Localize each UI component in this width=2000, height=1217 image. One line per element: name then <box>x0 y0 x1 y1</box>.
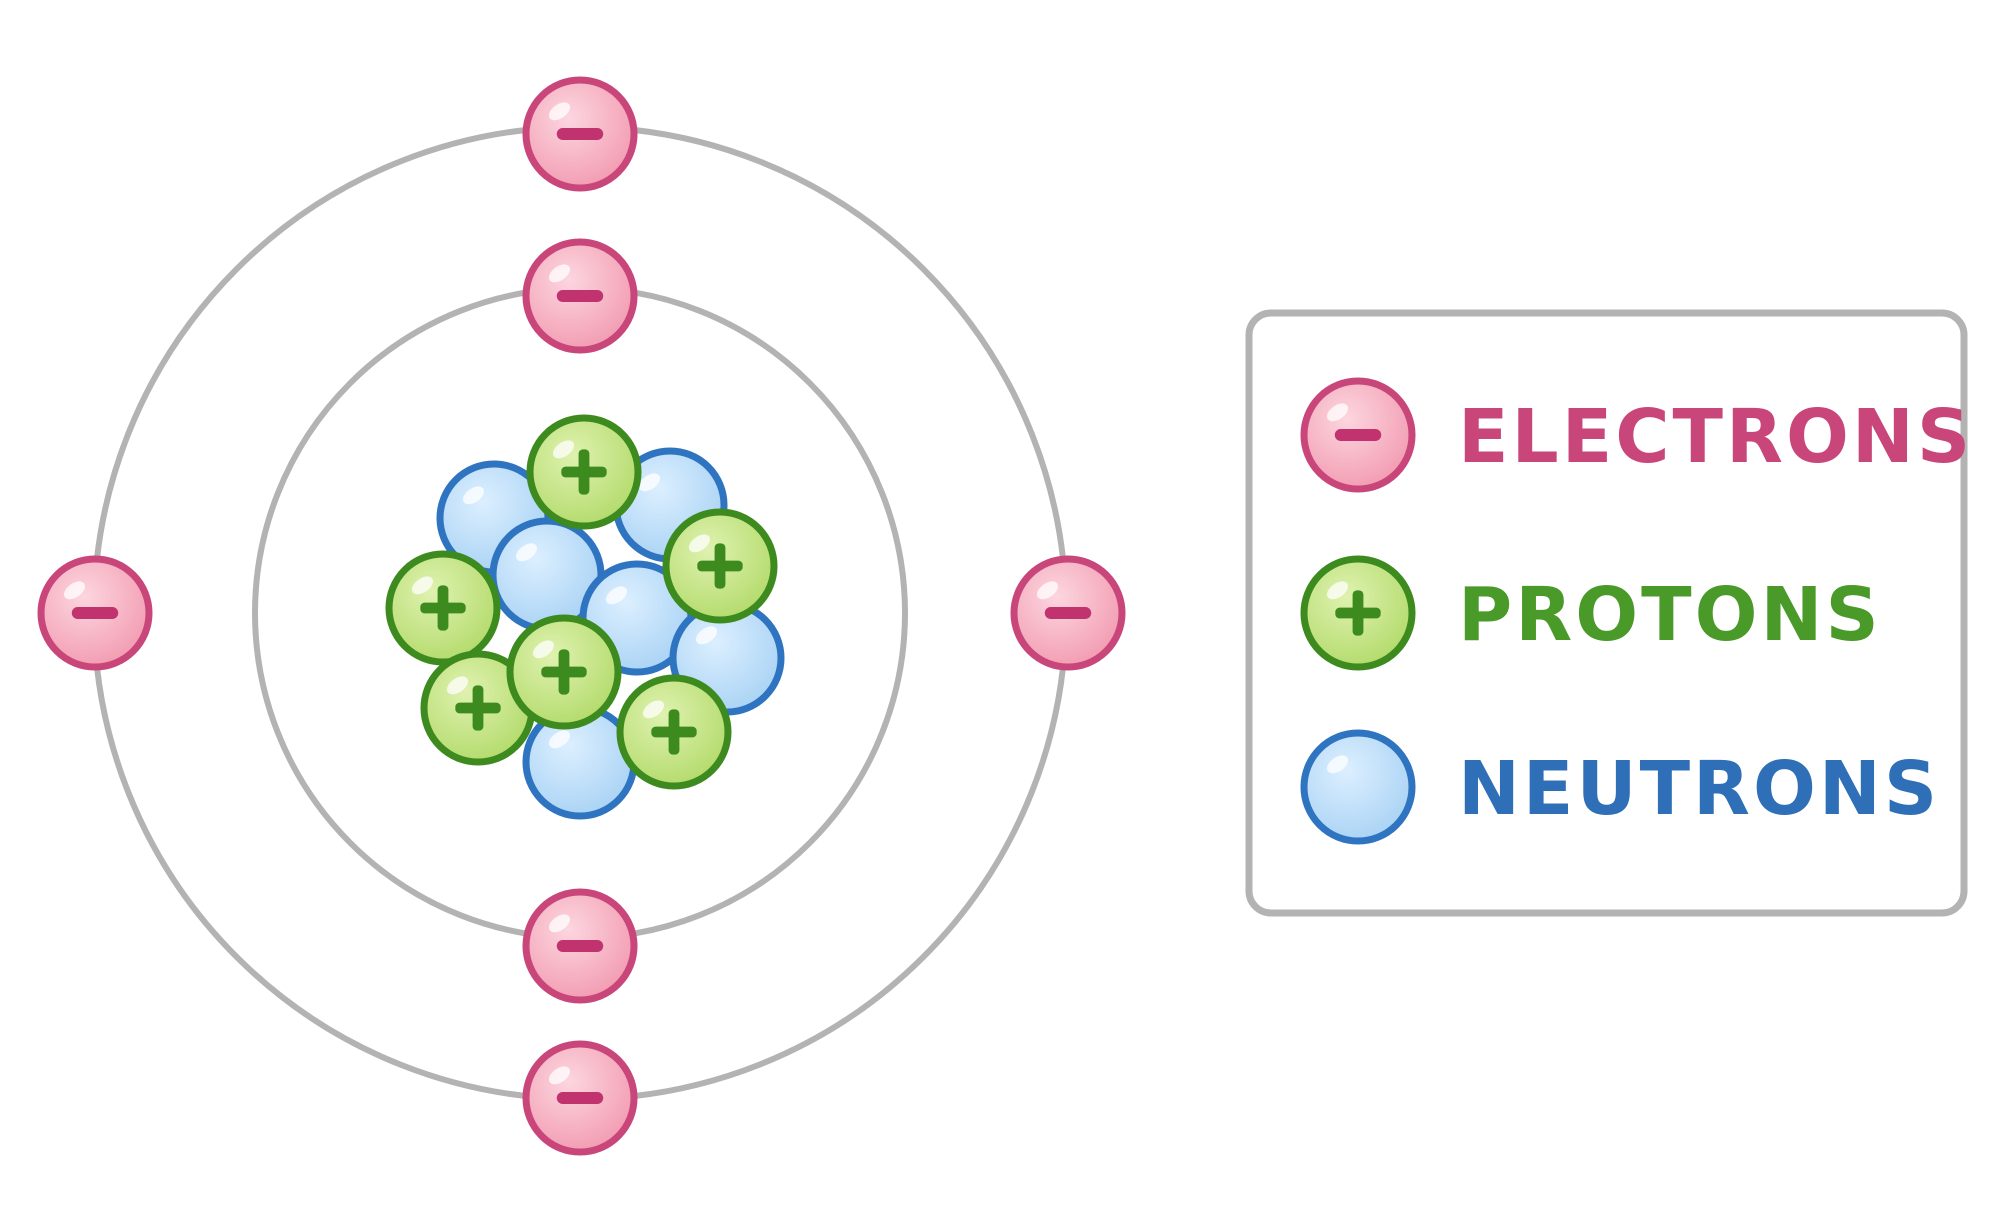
proton-plus-icon <box>1300 555 1416 671</box>
plus-sign-icon <box>1335 590 1381 636</box>
proton-6 <box>616 674 732 790</box>
legend-item-neutron: NEUTRONS <box>1300 729 1940 845</box>
plus-sign-icon <box>455 685 501 731</box>
electrons <box>37 76 1126 1156</box>
proton-3 <box>385 550 501 666</box>
legend-items: ELECTRONS PROTONS NEUTRONS <box>1300 377 1973 845</box>
plus-sign-icon <box>541 649 587 695</box>
legend-label-proton: PROTONS <box>1458 572 1882 658</box>
electron-minus-icon <box>1300 377 1416 493</box>
minus-sign-icon <box>1044 607 1092 619</box>
minus-sign-icon <box>1334 429 1382 441</box>
minus-sign-icon <box>556 290 604 302</box>
minus-sign-icon <box>71 607 119 619</box>
legend-item-electron: ELECTRONS <box>1300 377 1973 493</box>
proton-2 <box>662 508 778 624</box>
electron-4 <box>1010 555 1126 671</box>
legend-label-neutron: NEUTRONS <box>1458 746 1940 832</box>
minus-sign-icon <box>556 128 604 140</box>
electron-5 <box>522 888 638 1004</box>
electron-2 <box>522 238 638 354</box>
proton-1 <box>526 414 642 530</box>
plus-sign-icon <box>420 585 466 631</box>
legend-label-electron: ELECTRONS <box>1458 394 1973 480</box>
electron-3 <box>37 555 153 671</box>
nucleus <box>385 414 785 820</box>
plus-sign-icon <box>561 449 607 495</box>
minus-sign-icon <box>556 1092 604 1104</box>
plus-sign-icon <box>651 709 697 755</box>
legend-box <box>1245 309 1968 917</box>
minus-sign-icon <box>556 940 604 952</box>
electron-1 <box>522 76 638 192</box>
legend-item-proton: PROTONS <box>1300 555 1882 671</box>
neutron-circle-icon <box>1300 729 1416 845</box>
plus-sign-icon <box>697 543 743 589</box>
legend: ELECTRONS PROTONS NEUTRONS <box>1245 309 1973 917</box>
electron-6 <box>522 1040 638 1156</box>
proton-5 <box>506 614 622 730</box>
